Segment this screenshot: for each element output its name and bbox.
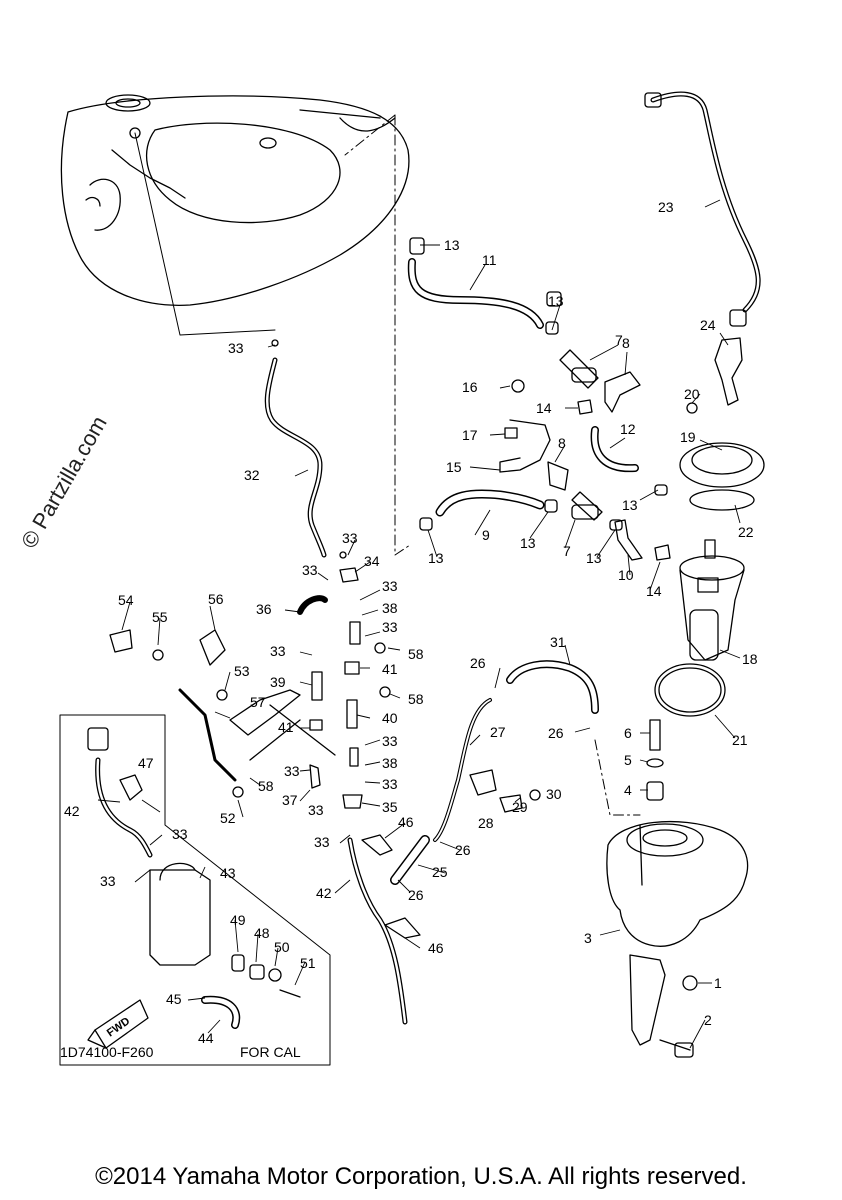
callout-44: 44: [198, 1030, 214, 1046]
callout-2: 2: [704, 1012, 712, 1028]
fwd-arrow-icon: [94, 999, 149, 1049]
callout-40: 40: [382, 710, 398, 726]
callout-labels: 1 2 3 4 5 6 7 7 8 8 9 10 11 12 13 13 13 …: [64, 199, 758, 1046]
callout-33b: 33: [342, 530, 358, 546]
callout-13d: 13: [428, 550, 444, 566]
callout-42b: 42: [316, 885, 332, 901]
callout-26d: 26: [408, 887, 424, 903]
callout-34: 34: [364, 553, 380, 569]
callout-53: 53: [234, 663, 250, 679]
diagram-code: 1D74100-F260: [60, 1044, 154, 1060]
callout-33i: 33: [284, 763, 300, 779]
callout-27: 27: [490, 724, 506, 740]
callout-1: 1: [714, 975, 722, 991]
fwd-label-group: FWD: [105, 1015, 132, 1039]
callout-14b: 14: [646, 583, 662, 599]
callout-13e: 13: [520, 535, 536, 551]
callout-33f: 33: [270, 643, 286, 659]
callout-19: 19: [680, 429, 696, 445]
callout-5: 5: [624, 752, 632, 768]
callout-17: 17: [462, 427, 478, 443]
callout-4: 4: [624, 782, 632, 798]
callout-38b: 38: [382, 755, 398, 771]
callout-9: 9: [482, 527, 490, 543]
callout-11: 11: [482, 252, 497, 268]
callout-36: 36: [256, 601, 272, 617]
callout-57: 57: [250, 694, 266, 710]
callout-7a: 7: [615, 332, 623, 348]
callout-7b: 7: [563, 543, 571, 559]
inset-box: [59, 714, 331, 1066]
callout-29: 29: [512, 799, 528, 815]
callout-26b: 26: [548, 725, 564, 741]
callout-33l: 33: [100, 873, 116, 889]
callout-14a: 14: [536, 400, 552, 416]
callout-54: 54: [118, 592, 134, 608]
callout-35: 35: [382, 799, 398, 815]
callout-18: 18: [742, 651, 758, 667]
callout-45: 45: [166, 991, 182, 1007]
fwd-label: FWD: [105, 1015, 132, 1039]
callout-6: 6: [624, 725, 632, 741]
callout-10: 10: [618, 567, 634, 583]
callout-12: 12: [620, 421, 636, 437]
callout-33k: 33: [172, 826, 188, 842]
callout-32: 32: [244, 467, 260, 483]
callout-30: 30: [546, 786, 562, 802]
callout-13b: 13: [548, 293, 564, 309]
callout-33j: 33: [314, 834, 330, 850]
copyright-notice: ©2014 Yamaha Motor Corporation, U.S.A. A…: [95, 1163, 747, 1190]
callout-33d: 33: [382, 578, 398, 594]
callout-33m: 33: [308, 802, 324, 818]
callout-51: 51: [300, 955, 316, 971]
callout-8b: 8: [558, 435, 566, 451]
callout-22: 22: [738, 524, 754, 540]
callout-37: 37: [282, 792, 298, 808]
callout-58c: 58: [258, 778, 274, 794]
callout-25: 25: [432, 864, 448, 880]
callout-16: 16: [462, 379, 478, 395]
callout-28: 28: [478, 815, 494, 831]
fuel-tank: [60, 94, 410, 306]
callout-58b: 58: [408, 691, 424, 707]
callout-33g: 33: [382, 733, 398, 749]
callout-26c: 26: [455, 842, 471, 858]
callout-33h: 33: [382, 776, 398, 792]
callout-48: 48: [254, 925, 270, 941]
callout-49: 49: [230, 912, 246, 928]
callout-50: 50: [274, 939, 290, 955]
callout-24: 24: [700, 317, 716, 333]
callout-3: 3: [584, 930, 592, 946]
callout-52: 52: [220, 810, 236, 826]
callout-39: 39: [270, 674, 286, 690]
callout-41a: 41: [382, 661, 398, 677]
callout-31: 31: [550, 634, 566, 650]
callout-8a: 8: [622, 335, 630, 351]
callout-38a: 38: [382, 600, 398, 616]
callout-21: 21: [732, 732, 748, 748]
callout-55: 55: [152, 609, 168, 625]
inset-label: FOR CAL: [240, 1044, 301, 1060]
callout-23: 23: [658, 199, 674, 215]
callout-13c: 13: [622, 497, 638, 513]
callout-41b: 41: [278, 719, 294, 735]
callout-33c: 33: [302, 562, 318, 578]
callout-47: 47: [138, 755, 154, 771]
callout-43: 43: [220, 865, 236, 881]
callout-33a: 33: [228, 340, 244, 356]
callout-20: 20: [684, 386, 700, 402]
callout-26a: 26: [470, 655, 486, 671]
callout-46a: 46: [398, 814, 414, 830]
callout-58a: 58: [408, 646, 424, 662]
callout-13a: 13: [444, 237, 460, 253]
callout-33e: 33: [382, 619, 398, 635]
callout-13f: 13: [586, 550, 602, 566]
callout-56: 56: [208, 591, 224, 607]
callout-15: 15: [446, 459, 462, 475]
callout-42a: 42: [64, 803, 80, 819]
callout-46b: 46: [428, 940, 444, 956]
